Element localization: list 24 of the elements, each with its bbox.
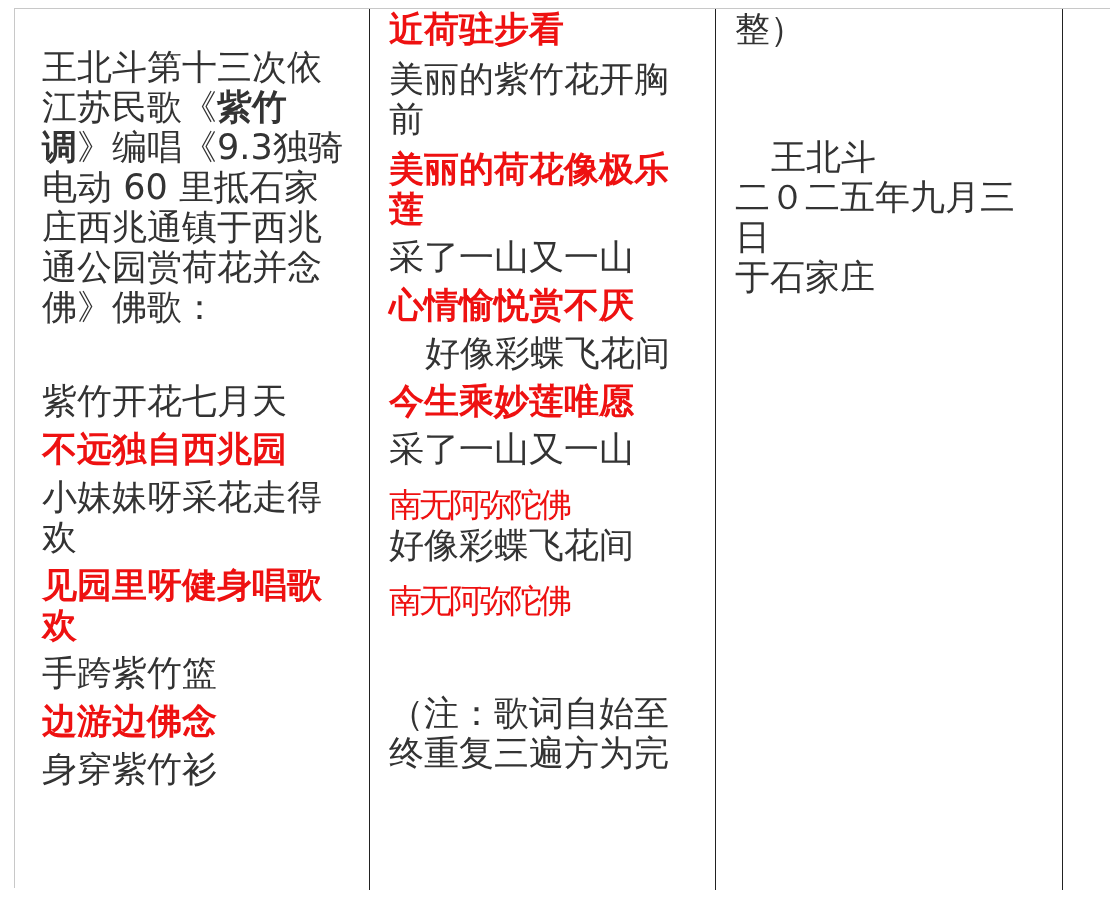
lyric-line: 美丽的紫竹花开胸前 bbox=[389, 59, 670, 139]
note-text: 整） bbox=[735, 9, 805, 49]
lyric-line: 好像彩蝶飞花间 bbox=[389, 525, 634, 565]
lyric-line: 边游边佛念 bbox=[42, 701, 217, 741]
lyric-line: 手跨紫竹篮 bbox=[42, 653, 217, 693]
note-text: （注：歌词自始至终重复三遍方为完 bbox=[389, 693, 670, 773]
lyric-line: 南无阿弥陀佛 bbox=[389, 485, 569, 525]
lyric-line: 心情愉悦赏不厌 bbox=[389, 285, 634, 325]
note-text: 二０二五年九月三日 bbox=[735, 177, 1016, 257]
lyric-line: 近荷驻步看 bbox=[389, 9, 564, 49]
lyric-line: 紫竹开花七月天 bbox=[42, 381, 287, 421]
lyric-line: 今生乘妙莲唯愿 bbox=[389, 381, 634, 421]
lyric-line: 南无阿弥陀佛 bbox=[389, 581, 569, 621]
lyric-line: 采了一山又一山 bbox=[389, 237, 634, 277]
lyric-line: 不远独自西兆园 bbox=[42, 429, 287, 469]
note-text: 王北斗 bbox=[770, 137, 876, 177]
song-heading: 王北斗第十三次依江苏民歌《紫竹调》编唱《9.3独骑电动 60 里抵石家庄西兆通镇于西兆通公园赏荷花并念佛》佛歌： bbox=[42, 47, 344, 327]
lyric-line: 见园里呀健身唱歌欢 bbox=[42, 565, 323, 645]
lyric-line: 身穿紫竹衫 bbox=[42, 749, 217, 789]
lyric-line: 好像彩蝶飞花间 bbox=[424, 333, 670, 373]
lyric-line: 小妹妹呀采花走得欢 bbox=[42, 477, 323, 557]
lyric-line: 采了一山又一山 bbox=[389, 429, 634, 469]
note-text: 于石家庄 bbox=[735, 257, 875, 297]
lyric-line: 美丽的荷花像极乐莲 bbox=[389, 149, 670, 229]
